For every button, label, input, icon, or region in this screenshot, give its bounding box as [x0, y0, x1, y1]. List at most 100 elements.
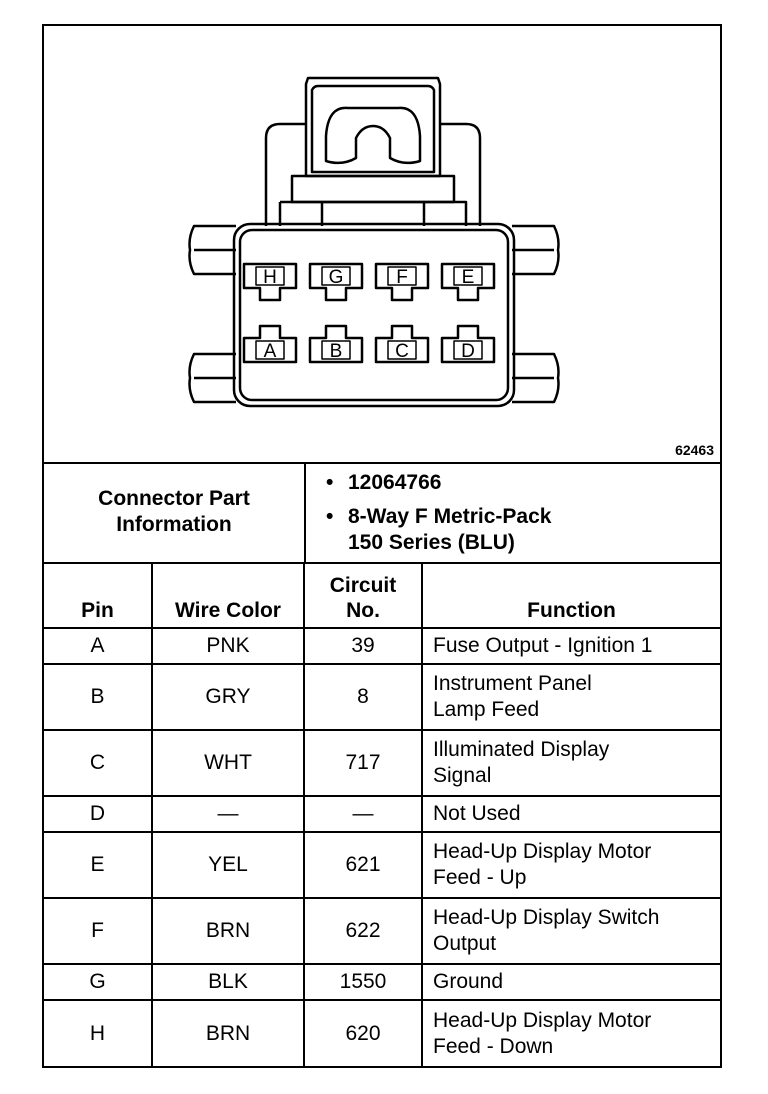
- connector-body-inner: [238, 228, 510, 402]
- cell-pin: B: [44, 663, 153, 731]
- function-line1: Fuse Output - Ignition 1: [433, 634, 653, 657]
- cavity-b: [308, 324, 364, 364]
- cell-wire-color: PNK: [151, 627, 305, 665]
- cavity-label-g: G: [329, 267, 344, 288]
- cavity-label-e: E: [462, 267, 475, 288]
- cavity-terminal-f: [387, 266, 417, 286]
- cavity-terminal-c: [387, 340, 417, 360]
- right-wing-upper: [512, 224, 560, 276]
- function-line1: Head-Up Display Motor: [433, 1008, 652, 1032]
- connector-part-info: Connector Part Information • 12064766 • …: [44, 462, 720, 564]
- bullet-dot: •: [326, 471, 334, 494]
- cavity-label-d: D: [461, 341, 475, 362]
- connector-part-info-values: • 12064766 • 8-Way F Metric-Pack 150 Ser…: [306, 462, 718, 562]
- connector-shoulder: [264, 122, 306, 226]
- cell-pin: D: [44, 795, 153, 833]
- function-line2: Feed - Up: [433, 866, 527, 889]
- bullet-dot: •: [326, 505, 334, 528]
- cell-wire-color: BLK: [151, 963, 305, 1001]
- collar-line-lower: [280, 200, 468, 226]
- cell-wire-color: BRN: [151, 999, 305, 1066]
- cell-circuit-no: 8: [303, 663, 423, 731]
- cell-function: Ground: [421, 963, 720, 1001]
- cell-pin: E: [44, 831, 153, 899]
- function-line1: Not Used: [433, 802, 521, 825]
- header-wire-color: Wire Color: [151, 564, 305, 629]
- figure-number: 62463: [675, 442, 714, 458]
- cavity-label-h: H: [263, 267, 277, 288]
- part-number-item: • 12064766: [326, 470, 442, 496]
- table-row: D——Not Used: [44, 795, 720, 833]
- cavity-label-f: F: [396, 267, 408, 288]
- collar-line: [290, 174, 456, 204]
- cell-wire-color: YEL: [151, 831, 305, 899]
- cell-circuit-no: —: [303, 795, 423, 833]
- cavity-c: [374, 324, 430, 364]
- right-wing-lower: [512, 352, 560, 404]
- cavity-f: [374, 262, 430, 302]
- header-circuit-line2: No.: [346, 599, 380, 622]
- cell-function: Not Used: [421, 795, 720, 833]
- description-line2: 150 Series (BLU): [348, 531, 515, 554]
- cavity-terminal-h: [255, 266, 285, 286]
- description-line1: 8-Way F Metric-Pack: [348, 505, 552, 528]
- connector-description-item: • 8-Way F Metric-Pack 150 Series (BLU): [326, 504, 552, 556]
- cell-wire-color: WHT: [151, 729, 305, 797]
- lock-window: [324, 106, 422, 165]
- function-line1: Illuminated Display: [433, 738, 610, 761]
- cell-function: Fuse Output - Ignition 1: [421, 627, 720, 665]
- cell-wire-color: BRN: [151, 897, 305, 965]
- header-function: Function: [421, 564, 720, 629]
- cell-wire-color: GRY: [151, 663, 305, 731]
- left-wing-lower: [188, 352, 236, 404]
- cavity-h: [242, 262, 298, 302]
- connector-part-info-label: Connector Part Information: [44, 462, 306, 562]
- cell-circuit-no: 620: [303, 999, 423, 1066]
- function-line1: Instrument Panel: [433, 672, 592, 695]
- info-label-line2: Information: [116, 513, 232, 536]
- cell-wire-color: —: [151, 795, 305, 833]
- table-header-row: Pin Wire Color Circuit No. Function: [44, 564, 720, 629]
- cavity-terminal-e: [453, 266, 483, 286]
- cavity-e: [440, 262, 496, 302]
- info-label-line1: Connector Part: [98, 487, 250, 510]
- function-line2: Output: [433, 932, 497, 955]
- function-line2: Lamp Feed: [433, 698, 540, 721]
- header-circuit-no: Circuit No.: [303, 564, 423, 629]
- connector-shoulder-right: [440, 122, 482, 226]
- part-number: 12064766: [348, 471, 442, 494]
- function-line1: Head-Up Display Motor: [433, 840, 652, 863]
- header-circuit-line1: Circuit: [329, 574, 397, 597]
- cell-pin: F: [44, 897, 153, 965]
- cell-circuit-no: 622: [303, 897, 423, 965]
- header-pin: Pin: [44, 564, 153, 629]
- cavity-label-b: B: [330, 341, 343, 362]
- cavity-label-c: C: [395, 341, 409, 362]
- cell-pin: H: [44, 999, 153, 1066]
- function-line1: Head-Up Display Switch: [433, 906, 660, 929]
- function-line2: Signal: [433, 764, 492, 787]
- cell-pin: A: [44, 627, 153, 665]
- cell-circuit-no: 717: [303, 729, 423, 797]
- cell-pin: G: [44, 963, 153, 1001]
- lock-tab-inner: [310, 84, 436, 174]
- cavity-g: [308, 262, 364, 302]
- cavity-d: [440, 324, 496, 364]
- function-line1: Ground: [433, 970, 504, 993]
- function-line2: Feed - Down: [433, 1034, 554, 1058]
- cell-circuit-no: 39: [303, 627, 423, 665]
- left-wing-upper: [188, 224, 236, 276]
- cavity-label-a: A: [264, 341, 277, 362]
